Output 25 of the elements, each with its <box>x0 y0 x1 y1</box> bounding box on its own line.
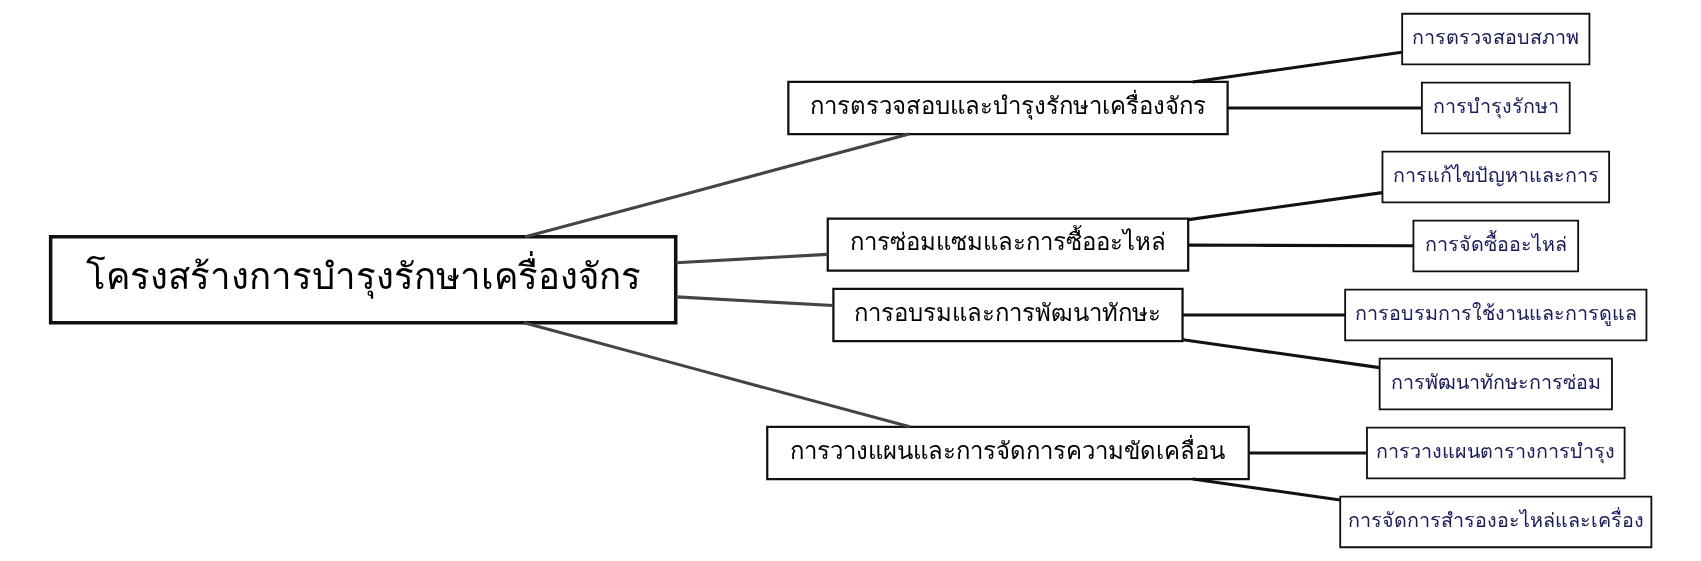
connector <box>675 295 833 308</box>
connector <box>524 132 910 239</box>
node-box: การจัดการสำรองอะไหล่และเครื่อง <box>1338 495 1652 549</box>
connector <box>1188 243 1413 248</box>
node-box: การจัดซื้ออะไหล่ <box>1412 219 1579 273</box>
node-box: การบำรุงรักษา <box>1420 81 1571 135</box>
node-box: โครงสร้างการบำรุงรักษาเครื่องจักร <box>48 235 677 325</box>
node-box: การอบรมและการพัฒนาทักษะ <box>831 287 1184 343</box>
connector <box>523 321 910 429</box>
node-box: การวางแผนและการจัดการความขัดเคลื่อน <box>765 425 1250 481</box>
connector <box>1182 338 1380 370</box>
node-box: การอบรมการใช้งานและการดูแล <box>1343 288 1647 342</box>
connector <box>1248 451 1367 455</box>
node-box: การพัฒนาทักษะการซ่อม <box>1378 357 1613 411</box>
connector <box>1227 106 1421 110</box>
connector <box>675 252 828 265</box>
node-box: การตรวจสอบสภาพ <box>1400 12 1590 66</box>
node-box: การแก้ไขปัญหาและการ <box>1381 150 1610 204</box>
node-box: การวางแผนตารางการบำรุง <box>1365 426 1626 480</box>
connector <box>1182 313 1345 317</box>
connector <box>1187 191 1383 222</box>
node-box: การซ่อมแซมและการซื้ออะไหล่ <box>826 217 1189 272</box>
node-box: การตรวจสอบและบำรุงรักษาเครื่องจักร <box>786 80 1229 136</box>
connector <box>1192 477 1340 502</box>
connector <box>1192 50 1402 84</box>
